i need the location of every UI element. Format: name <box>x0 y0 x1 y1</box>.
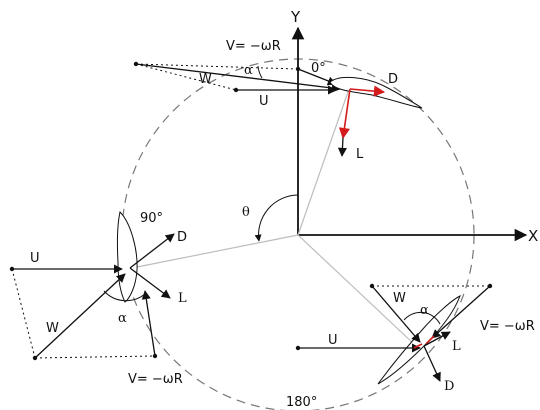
lift-vector-bottom-red <box>413 343 423 349</box>
airfoil-left <box>116 210 138 303</box>
theta-arc <box>254 194 299 242</box>
u-label-left: U <box>30 251 40 266</box>
y-axis-label: Y <box>290 8 301 26</box>
alpha-label-left: α <box>118 311 127 326</box>
vertex-dot-left-1 <box>9 266 15 272</box>
alpha-label-top: α <box>244 63 253 78</box>
drag-label-bottom: D <box>444 379 454 394</box>
velocity-label-top: V= −ωR <box>226 39 281 54</box>
relative-velocity-bottom <box>371 285 421 343</box>
lift-label-top: L <box>356 147 364 162</box>
alpha-arc-left <box>103 290 146 302</box>
angle-label-left: 90° <box>140 211 163 226</box>
alpha-label-bottom: α <box>420 303 429 318</box>
drag-label-top: D <box>388 72 398 87</box>
relative-velocity-top <box>135 63 341 93</box>
velocity-label-bottom: V= −ωR <box>480 319 535 334</box>
angle-label-bottom: 180° <box>286 395 317 410</box>
radius-line-left <box>131 234 299 269</box>
rotation-velocity-left <box>141 290 156 357</box>
vertex-dot-bottom-1 <box>369 283 375 289</box>
blade-position-bottom: 180° D L α W U V= −ωR <box>286 283 535 410</box>
blade-position-left: 90° D L α U W V= −ωR <box>9 210 187 387</box>
vertex-dot-left-3 <box>152 353 158 359</box>
drag-vector-bottom-red <box>425 335 435 345</box>
triangle-dotted-left-1 <box>11 268 36 359</box>
w-label-left: W <box>46 321 59 336</box>
alpha-arc-top <box>257 65 263 79</box>
theta-label: θ <box>242 205 250 220</box>
relative-velocity-left <box>34 273 126 359</box>
drag-label-left: D <box>177 230 187 245</box>
drag-vector-bottom <box>423 345 441 382</box>
alpha-arc-bottom <box>403 311 441 325</box>
angle-label-top: 0° <box>311 61 326 76</box>
triangle-dotted-top-2 <box>135 63 299 70</box>
rotation-velocity-bottom <box>431 285 491 339</box>
rotation-velocity-top <box>297 68 337 86</box>
vertex-dot-bottom-2 <box>487 283 493 289</box>
triangle-dotted-top <box>135 63 237 91</box>
lift-vector-top <box>337 137 347 157</box>
vertex-dot-top-2 <box>233 87 239 93</box>
drag-vector-left <box>129 233 175 269</box>
lift-vector-top-red <box>338 88 351 140</box>
lift-vector-left <box>129 267 171 299</box>
lift-label-left: L <box>178 291 187 306</box>
blade-position-top: 0° V= −ωR α W U D L <box>133 39 423 162</box>
radius-line-top <box>297 91 349 236</box>
vertex-dot-left-2 <box>32 355 38 361</box>
vertex-dot-top-3 <box>295 66 301 72</box>
velocity-label-left: V= −ωR <box>128 372 183 387</box>
triangle-dotted-left-2 <box>34 355 156 359</box>
lift-label-bottom: L <box>452 339 461 354</box>
vertex-dot-top-1 <box>133 61 139 67</box>
w-label-top: W <box>199 72 212 87</box>
x-axis-label: X <box>528 227 538 245</box>
u-label-top: U <box>259 94 269 109</box>
w-label-bottom: W <box>393 291 406 306</box>
radius-line-bottom <box>297 234 416 346</box>
drag-vector-top <box>349 85 386 97</box>
u-label-bottom: U <box>328 333 338 348</box>
vertex-dot-bottom-3 <box>295 345 301 351</box>
lift-vector-bottom <box>423 331 451 347</box>
